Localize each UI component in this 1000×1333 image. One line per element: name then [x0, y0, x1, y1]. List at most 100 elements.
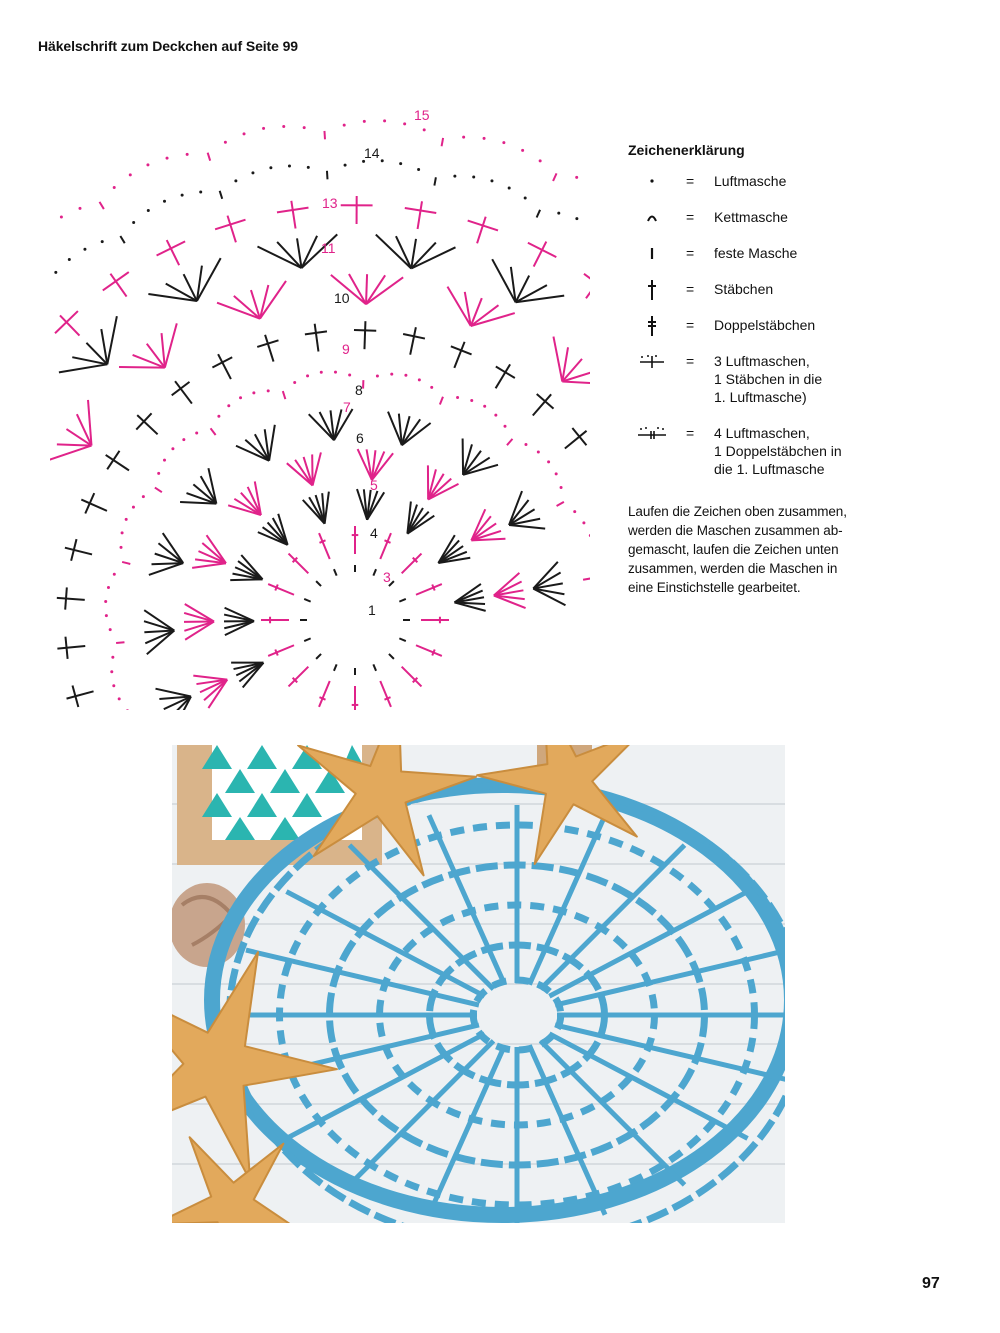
- double-crochet-mark: [64, 546, 93, 556]
- chain-dot: [453, 174, 457, 178]
- stitch-crossbar: [384, 539, 391, 544]
- fan-stitch-mark: [561, 358, 583, 383]
- chain-dot: [112, 684, 116, 688]
- fan-stitch-mark: [257, 245, 302, 269]
- legend-equals: =: [686, 281, 695, 297]
- double-crochet-mark: [532, 241, 548, 268]
- double-crochet-mark: [379, 532, 392, 560]
- fan-stitch-mark: [238, 661, 265, 683]
- fan-stitch-mark: [395, 235, 413, 269]
- chain-dot: [380, 159, 384, 163]
- fan-stitch-mark: [463, 291, 472, 327]
- fan-stitch-mark: [199, 475, 218, 505]
- fan-stitch-mark: [302, 456, 314, 486]
- chain-dot: [536, 450, 540, 454]
- chain-dot: [251, 171, 255, 175]
- chain-dot: [146, 209, 150, 213]
- chain-anchor-mark: [281, 390, 287, 400]
- chain-anchor-mark: [154, 486, 163, 494]
- chain-dot: [588, 534, 590, 537]
- fan-stitch-mark: [321, 493, 326, 524]
- double-crochet-mark: [226, 215, 237, 243]
- legend-label: Stäbchen: [714, 281, 774, 297]
- fan-stitch-mark: [437, 545, 464, 564]
- fan-stitch-mark: [333, 408, 354, 441]
- fan-stitch-mark: [401, 418, 422, 446]
- chain-dot: [239, 396, 243, 400]
- fan-stitch-mark: [469, 297, 483, 327]
- fan-stitch-mark: [470, 508, 487, 541]
- chain-dot: [293, 381, 297, 385]
- fan-stitch-mark: [184, 620, 215, 632]
- fan-stitch-mark: [58, 363, 108, 374]
- fan-stitch-mark: [454, 601, 486, 612]
- fan-stitch-mark: [365, 276, 404, 306]
- fan-stitch-mark: [532, 571, 562, 590]
- fan-stitch-mark: [182, 273, 198, 302]
- stitch-crossbar: [412, 677, 419, 684]
- fan-stitch-mark: [356, 448, 373, 481]
- stitch-ring: [58, 233, 565, 374]
- legend-label: Luftmasche: [714, 173, 787, 189]
- fan-stitch-mark: [163, 695, 192, 710]
- single-crochet-mark: [398, 598, 407, 603]
- double-crochet-mark: [585, 291, 590, 299]
- chain-anchor-mark: [121, 560, 131, 565]
- chain-anchor-mark: [119, 235, 126, 244]
- fan-stitch-mark: [330, 274, 367, 305]
- stitch-ring: [50, 273, 590, 461]
- legend-label: 3 Luftmaschen, 1 Stäbchen in die 1. Luft…: [714, 353, 823, 405]
- chain-dot: [430, 385, 434, 389]
- chain-anchor-mark: [116, 641, 125, 644]
- fan-stitch-mark: [427, 473, 445, 500]
- fan-stitch-mark: [533, 587, 565, 596]
- stitch-crossbar: [135, 412, 153, 431]
- fan-stitch-mark: [410, 246, 456, 270]
- fan-stitch-mark: [470, 522, 497, 542]
- fan-stitch-mark: [410, 238, 417, 269]
- chain-dot: [199, 190, 203, 194]
- stitch-ring: [143, 408, 566, 710]
- fan-stitch-mark: [348, 273, 367, 305]
- fan-stitch-mark: [471, 530, 502, 542]
- chain-anchor-mark: [556, 500, 565, 507]
- fan-stitch-mark: [533, 582, 563, 590]
- fan-stitch-mark: [216, 301, 261, 320]
- chain-dot: [269, 166, 273, 170]
- round-label: 9: [342, 341, 350, 357]
- fan-stitch-mark: [72, 356, 108, 366]
- fan-stitch-mark: [562, 380, 590, 385]
- chain-dot: [78, 206, 82, 210]
- legend-row-single-crochet: = feste Masche: [628, 244, 868, 280]
- fan-stitch-mark: [241, 662, 265, 689]
- legend-label: Doppelstäbchen: [714, 317, 816, 333]
- fan-stitch-mark: [193, 674, 228, 681]
- stitch-ring: [300, 565, 410, 675]
- stitch-crossbar: [71, 685, 80, 708]
- fan-stitch-mark: [246, 486, 262, 516]
- single-crochet-mark: [315, 580, 322, 587]
- fan-stitch-mark: [207, 679, 229, 709]
- stitch-crossbar: [274, 584, 279, 591]
- single-crochet-mark: [303, 637, 312, 642]
- fan-stitch-mark: [362, 489, 369, 520]
- fan-stitch-mark: [323, 491, 330, 524]
- fan-stitch-mark: [145, 343, 166, 369]
- double-crochet-mark: [318, 680, 331, 708]
- chain-anchor-mark: [440, 137, 445, 147]
- fan-stitch-mark: [427, 477, 452, 501]
- fan-stitch-mark: [192, 562, 227, 569]
- fan-stitch-mark: [235, 661, 264, 677]
- fan-stitch-mark: [406, 507, 424, 535]
- page-number: 97: [922, 1275, 940, 1292]
- chain-dot: [507, 186, 511, 190]
- fan-stitch-mark: [184, 603, 215, 623]
- fan-stitch-mark: [148, 292, 198, 303]
- fan-stitch-mark: [300, 233, 338, 269]
- stitch-ring: [223, 488, 486, 689]
- fan-stitch-mark: [143, 609, 175, 632]
- chain-dot: [112, 186, 116, 190]
- chain-dot: [287, 164, 291, 168]
- fan-stitch-mark: [253, 481, 262, 516]
- fan-stitch-mark: [259, 284, 270, 319]
